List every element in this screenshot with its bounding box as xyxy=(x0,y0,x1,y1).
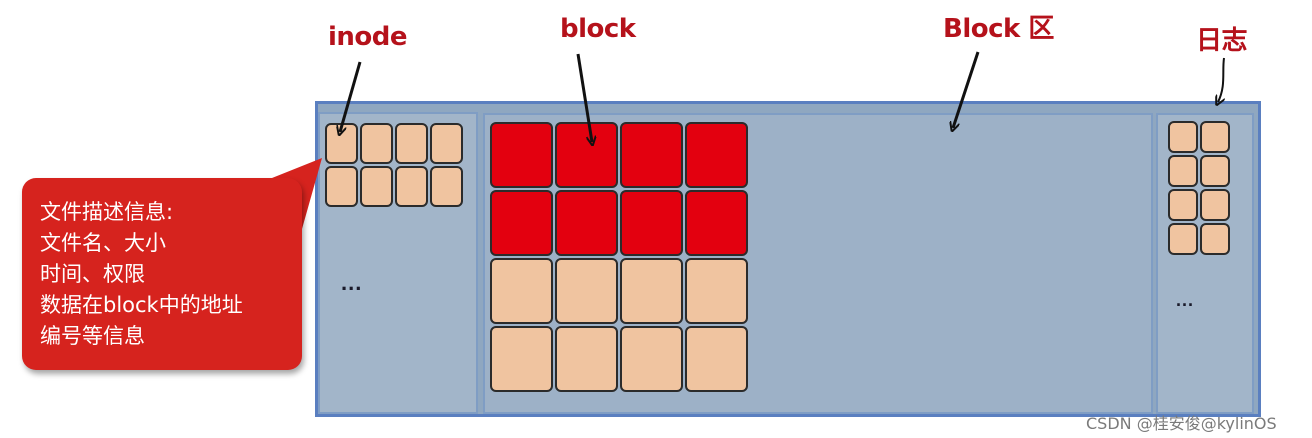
inode-label: inode xyxy=(328,22,408,52)
journal-cell xyxy=(1200,189,1230,221)
journal-cell xyxy=(1200,121,1230,153)
block-cell xyxy=(620,258,683,324)
inode-cell xyxy=(395,166,428,207)
inode-cell xyxy=(325,166,358,207)
block-cell xyxy=(555,326,618,392)
inode-cell xyxy=(360,166,393,207)
inode-cell xyxy=(325,123,358,164)
block-cell xyxy=(555,190,618,256)
journal-cell xyxy=(1200,155,1230,187)
journal-cell xyxy=(1168,155,1198,187)
inode-cell xyxy=(430,166,463,207)
log-label: 日志 xyxy=(1196,26,1248,56)
journal-grid xyxy=(1168,121,1230,255)
inode-cell xyxy=(430,123,463,164)
journal-cell xyxy=(1168,121,1198,153)
journal-cell xyxy=(1168,223,1198,255)
block-cell xyxy=(685,122,748,188)
block-cell xyxy=(555,258,618,324)
callout-line: 编号等信息 xyxy=(40,324,145,348)
inode-cell xyxy=(360,123,393,164)
journal-cell xyxy=(1168,189,1198,221)
log-arrow xyxy=(1218,57,1224,102)
watermark: CSDN @桂安俊@kylinOS xyxy=(1086,414,1277,433)
block-cell xyxy=(490,190,553,256)
block-cell xyxy=(490,326,553,392)
callout-text: 文件描述信息: 文件名、大小 时间、权限 数据在block中的地址 编号等信息 xyxy=(40,197,243,352)
block-cell xyxy=(685,190,748,256)
callout-line: 时间、权限 xyxy=(40,262,145,286)
journal-ellipsis: ... xyxy=(1176,290,1195,310)
journal-cell xyxy=(1200,223,1230,255)
inode-info-callout xyxy=(22,178,302,370)
block-cell xyxy=(490,258,553,324)
block-zone-label: Block 区 xyxy=(943,14,1054,44)
block-label: block xyxy=(560,14,636,44)
block-cell xyxy=(620,190,683,256)
block-cell xyxy=(555,122,618,188)
block-grid xyxy=(490,122,748,392)
callout-line: 数据在block中的地址 xyxy=(40,293,243,317)
inode-grid xyxy=(325,123,463,207)
block-cell xyxy=(620,326,683,392)
inode-ellipsis: ... xyxy=(341,270,363,295)
block-cell xyxy=(685,326,748,392)
callout-line: 文件描述信息: xyxy=(40,200,174,224)
inode-cell xyxy=(395,123,428,164)
block-cell xyxy=(685,258,748,324)
block-cell xyxy=(620,122,683,188)
block-cell xyxy=(490,122,553,188)
callout-line: 文件名、大小 xyxy=(40,231,166,255)
